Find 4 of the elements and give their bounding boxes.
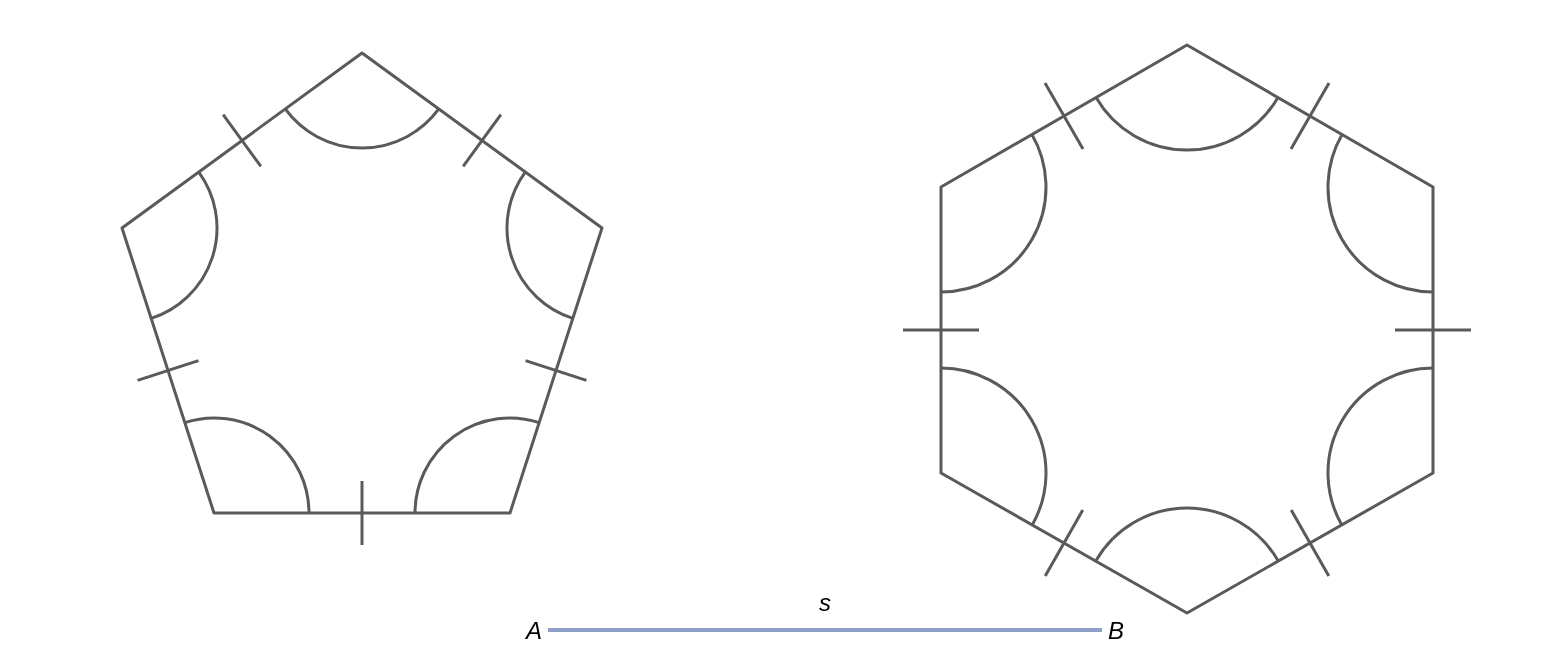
edge-label: s [819,590,831,616]
point-label: B [1106,618,1126,644]
point-label: A [524,618,544,644]
line-segment [548,628,1102,632]
